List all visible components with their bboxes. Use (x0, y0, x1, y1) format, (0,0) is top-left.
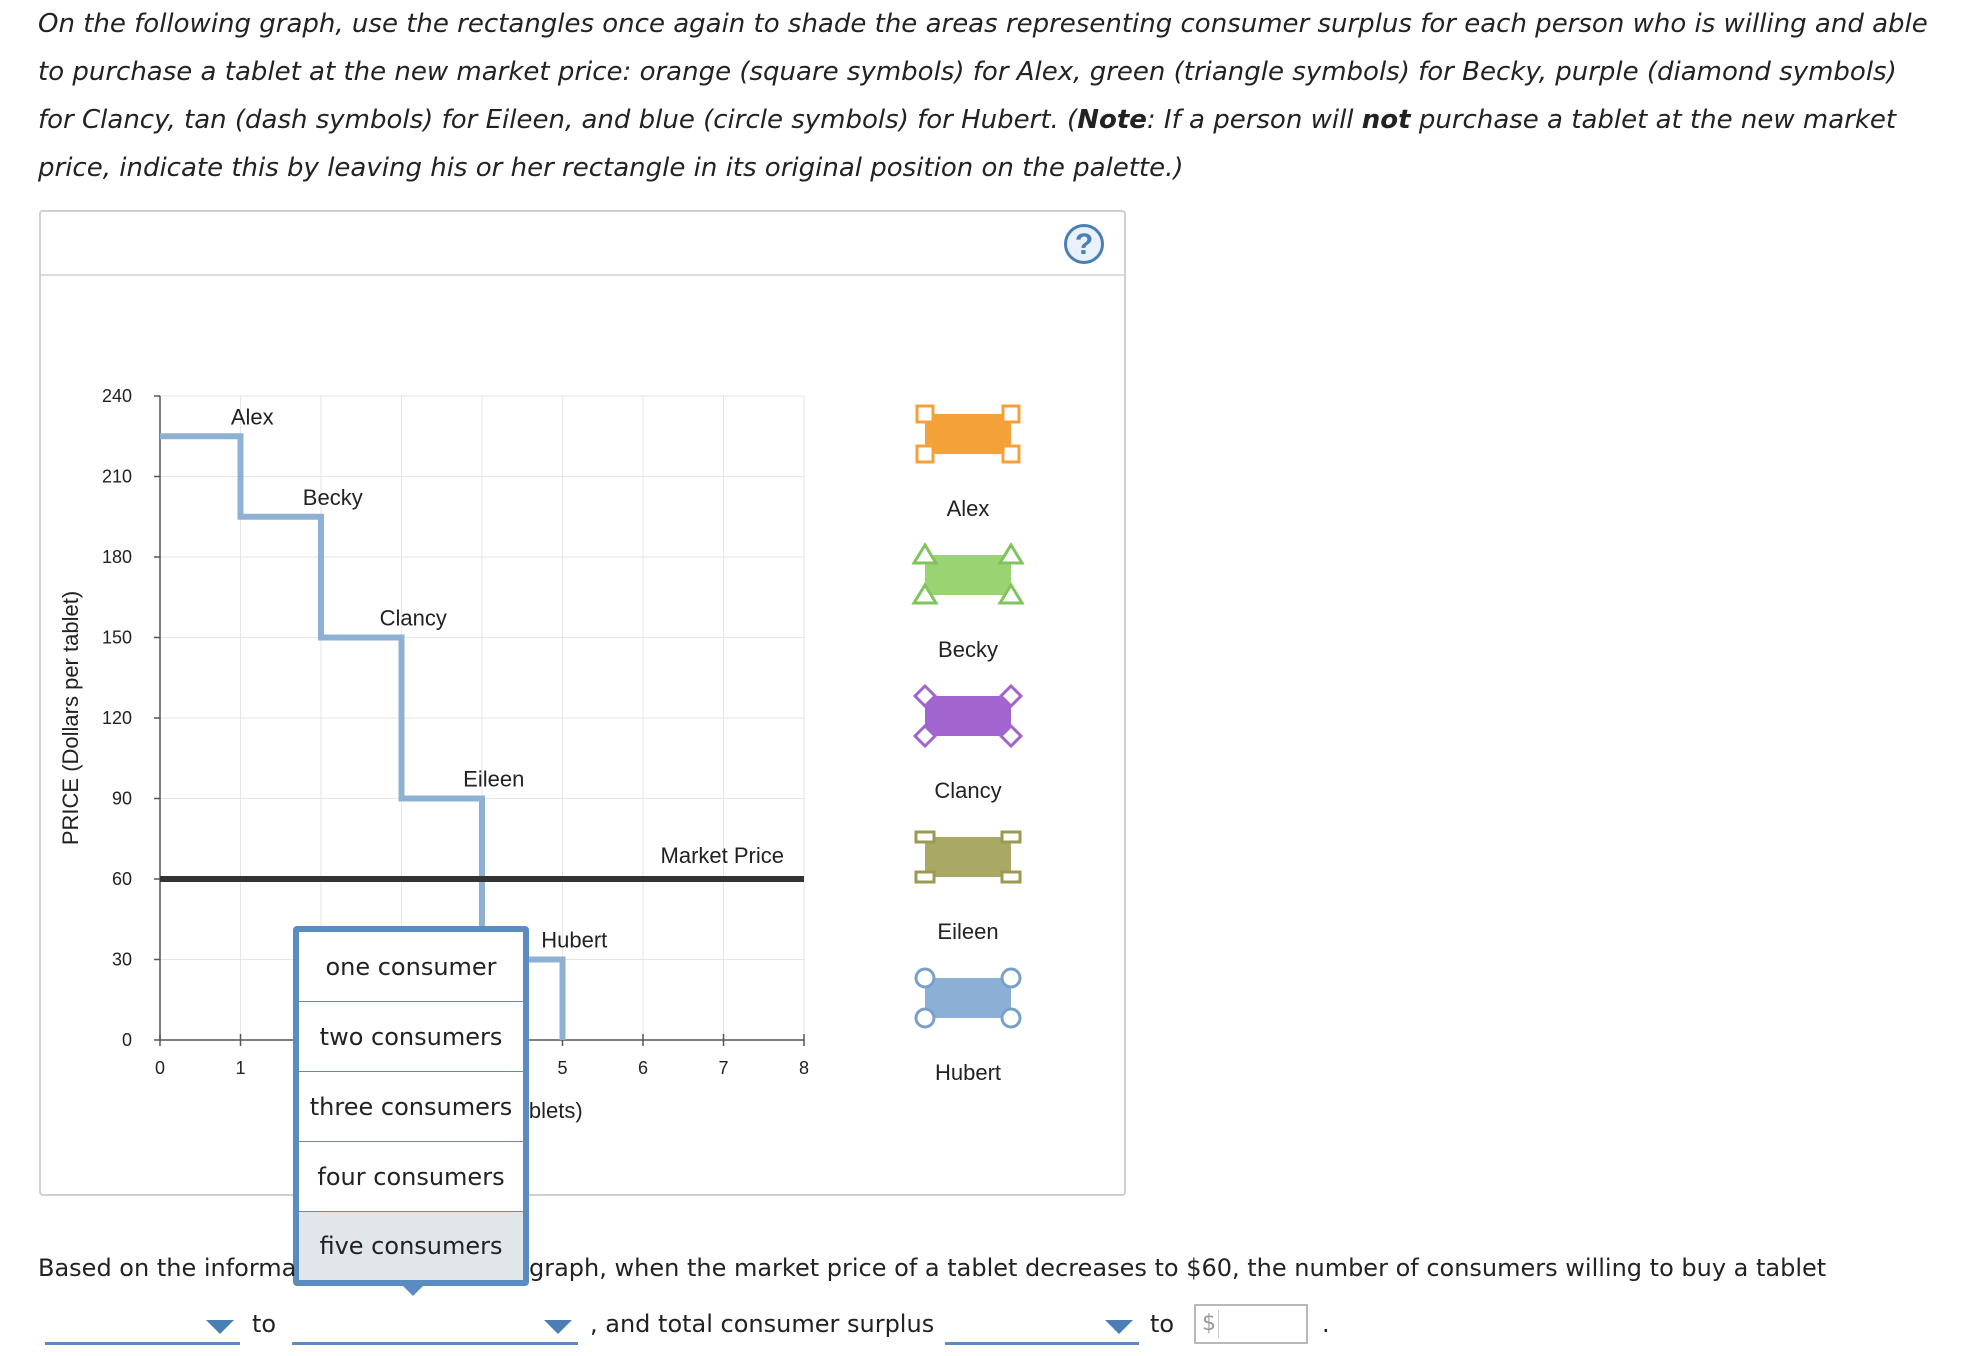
to-label-2: to (1150, 1310, 1175, 1338)
x-tick-label: 1 (235, 1058, 245, 1078)
square-handle-icon (1001, 404, 1021, 424)
surplus-amount-input[interactable]: $ (1194, 1304, 1308, 1344)
x-tick-label: 6 (638, 1058, 648, 1078)
help-icon[interactable]: ? (1064, 224, 1104, 264)
palette-fill (925, 555, 1011, 595)
palette-label-clancy: Clancy (934, 778, 1001, 803)
consumers-from-select[interactable] (45, 1312, 240, 1345)
triangle-handle-icon (911, 582, 939, 605)
dropdown-option-two[interactable]: two consumers (299, 1002, 523, 1072)
palette-rect-alex[interactable]: Alex (915, 404, 1021, 521)
palette-label-hubert: Hubert (935, 1060, 1001, 1085)
consumers-to-select[interactable] (292, 1312, 578, 1345)
diamond-handle-icon (998, 683, 1024, 709)
consumer-count-dropdown[interactable]: one consumer two consumers three consume… (293, 926, 529, 1286)
chevron-down-icon (1105, 1320, 1133, 1334)
consumer-label-eileen: Eileen (463, 767, 524, 792)
circle-handle-icon (914, 967, 936, 989)
period: . (1322, 1310, 1330, 1338)
palette-rect-becky[interactable]: Becky (911, 542, 1025, 662)
palette-rect-hubert[interactable]: Hubert (914, 967, 1022, 1085)
dash-handle-icon (1000, 870, 1022, 884)
chart-grid (160, 395, 805, 1040)
y-tick-label: 0 (122, 1030, 132, 1050)
consumer-label-becky: Becky (303, 485, 363, 510)
x-tick-label: 7 (718, 1058, 728, 1078)
question-text-a: Based on the informa (38, 1254, 297, 1282)
y-tick-label: 240 (102, 386, 132, 406)
question-line-2: to , and total consumer surplus to $ . (38, 1304, 1338, 1345)
market-price-label: Market Price (661, 843, 784, 868)
dash-handle-icon (914, 870, 936, 884)
question-line-1: Based on the informa graph, when the mar… (38, 1254, 1826, 1282)
triangle-handle-icon (997, 542, 1025, 565)
y-tick-label: 30 (112, 950, 132, 970)
y-tick-label: 60 (112, 869, 132, 889)
dash-handle-icon (1000, 830, 1022, 844)
x-tick-label: 5 (557, 1058, 567, 1078)
chevron-down-icon (206, 1320, 234, 1334)
y-tick-label: 90 (112, 789, 132, 809)
palette-rect-eileen[interactable]: Eileen (914, 830, 1022, 944)
palette-fill (925, 414, 1011, 454)
diamond-handle-icon (912, 723, 938, 749)
question-text-b: graph, when the market price of a tablet… (529, 1254, 1827, 1282)
y-tick-label: 120 (102, 708, 132, 728)
y-tick-label: 180 (102, 547, 132, 567)
instructions-text: On the following graph, use the rectangl… (38, 9, 1928, 183)
palette-fill (925, 696, 1011, 736)
triangle-handle-icon (911, 542, 939, 565)
square-handle-icon (915, 404, 935, 424)
chevron-down-icon (544, 1320, 572, 1334)
triangle-handle-icon (997, 582, 1025, 605)
palette-label-eileen: Eileen (937, 919, 998, 944)
palette-fill (925, 978, 1011, 1018)
square-handle-icon (1001, 444, 1021, 464)
y-tick-label: 210 (102, 467, 132, 487)
consumer-label-hubert: Hubert (541, 928, 607, 953)
diamond-handle-icon (912, 683, 938, 709)
dropdown-option-four[interactable]: four consumers (299, 1142, 523, 1212)
panel-header: ? (41, 212, 1124, 276)
palette-fill (925, 837, 1011, 877)
x-tick-label: 0 (155, 1058, 165, 1078)
palette-label-becky: Becky (938, 637, 998, 662)
consumer-label-alex: Alex (231, 404, 274, 429)
consumer-surplus-text: , and total consumer surplus (590, 1310, 935, 1338)
dropdown-option-three[interactable]: three consumers (299, 1072, 523, 1142)
palette-label-alex: Alex (947, 496, 990, 521)
diamond-handle-icon (998, 723, 1024, 749)
dropdown-option-five[interactable]: five consumers (299, 1212, 523, 1280)
y-tick-label: 150 (102, 628, 132, 648)
consumer-label-clancy: Clancy (380, 606, 447, 631)
dropdown-option-one[interactable]: one consumer (299, 932, 523, 1002)
circle-handle-icon (1000, 1007, 1022, 1029)
palette-rect-clancy[interactable]: Clancy (912, 683, 1024, 803)
circle-handle-icon (1000, 967, 1022, 989)
circle-handle-icon (914, 1007, 936, 1029)
dollar-sign: $ (1202, 1311, 1216, 1336)
dropdown-pointer (397, 1280, 429, 1296)
market-price-line: Market Price (160, 843, 804, 882)
to-label-1: to (252, 1310, 277, 1338)
square-handle-icon (915, 444, 935, 464)
x-tick-label: 8 (799, 1058, 809, 1078)
surplus-change-select[interactable] (945, 1312, 1139, 1345)
y-axis-label: PRICE (Dollars per tablet) (58, 591, 83, 845)
dash-handle-icon (914, 830, 936, 844)
